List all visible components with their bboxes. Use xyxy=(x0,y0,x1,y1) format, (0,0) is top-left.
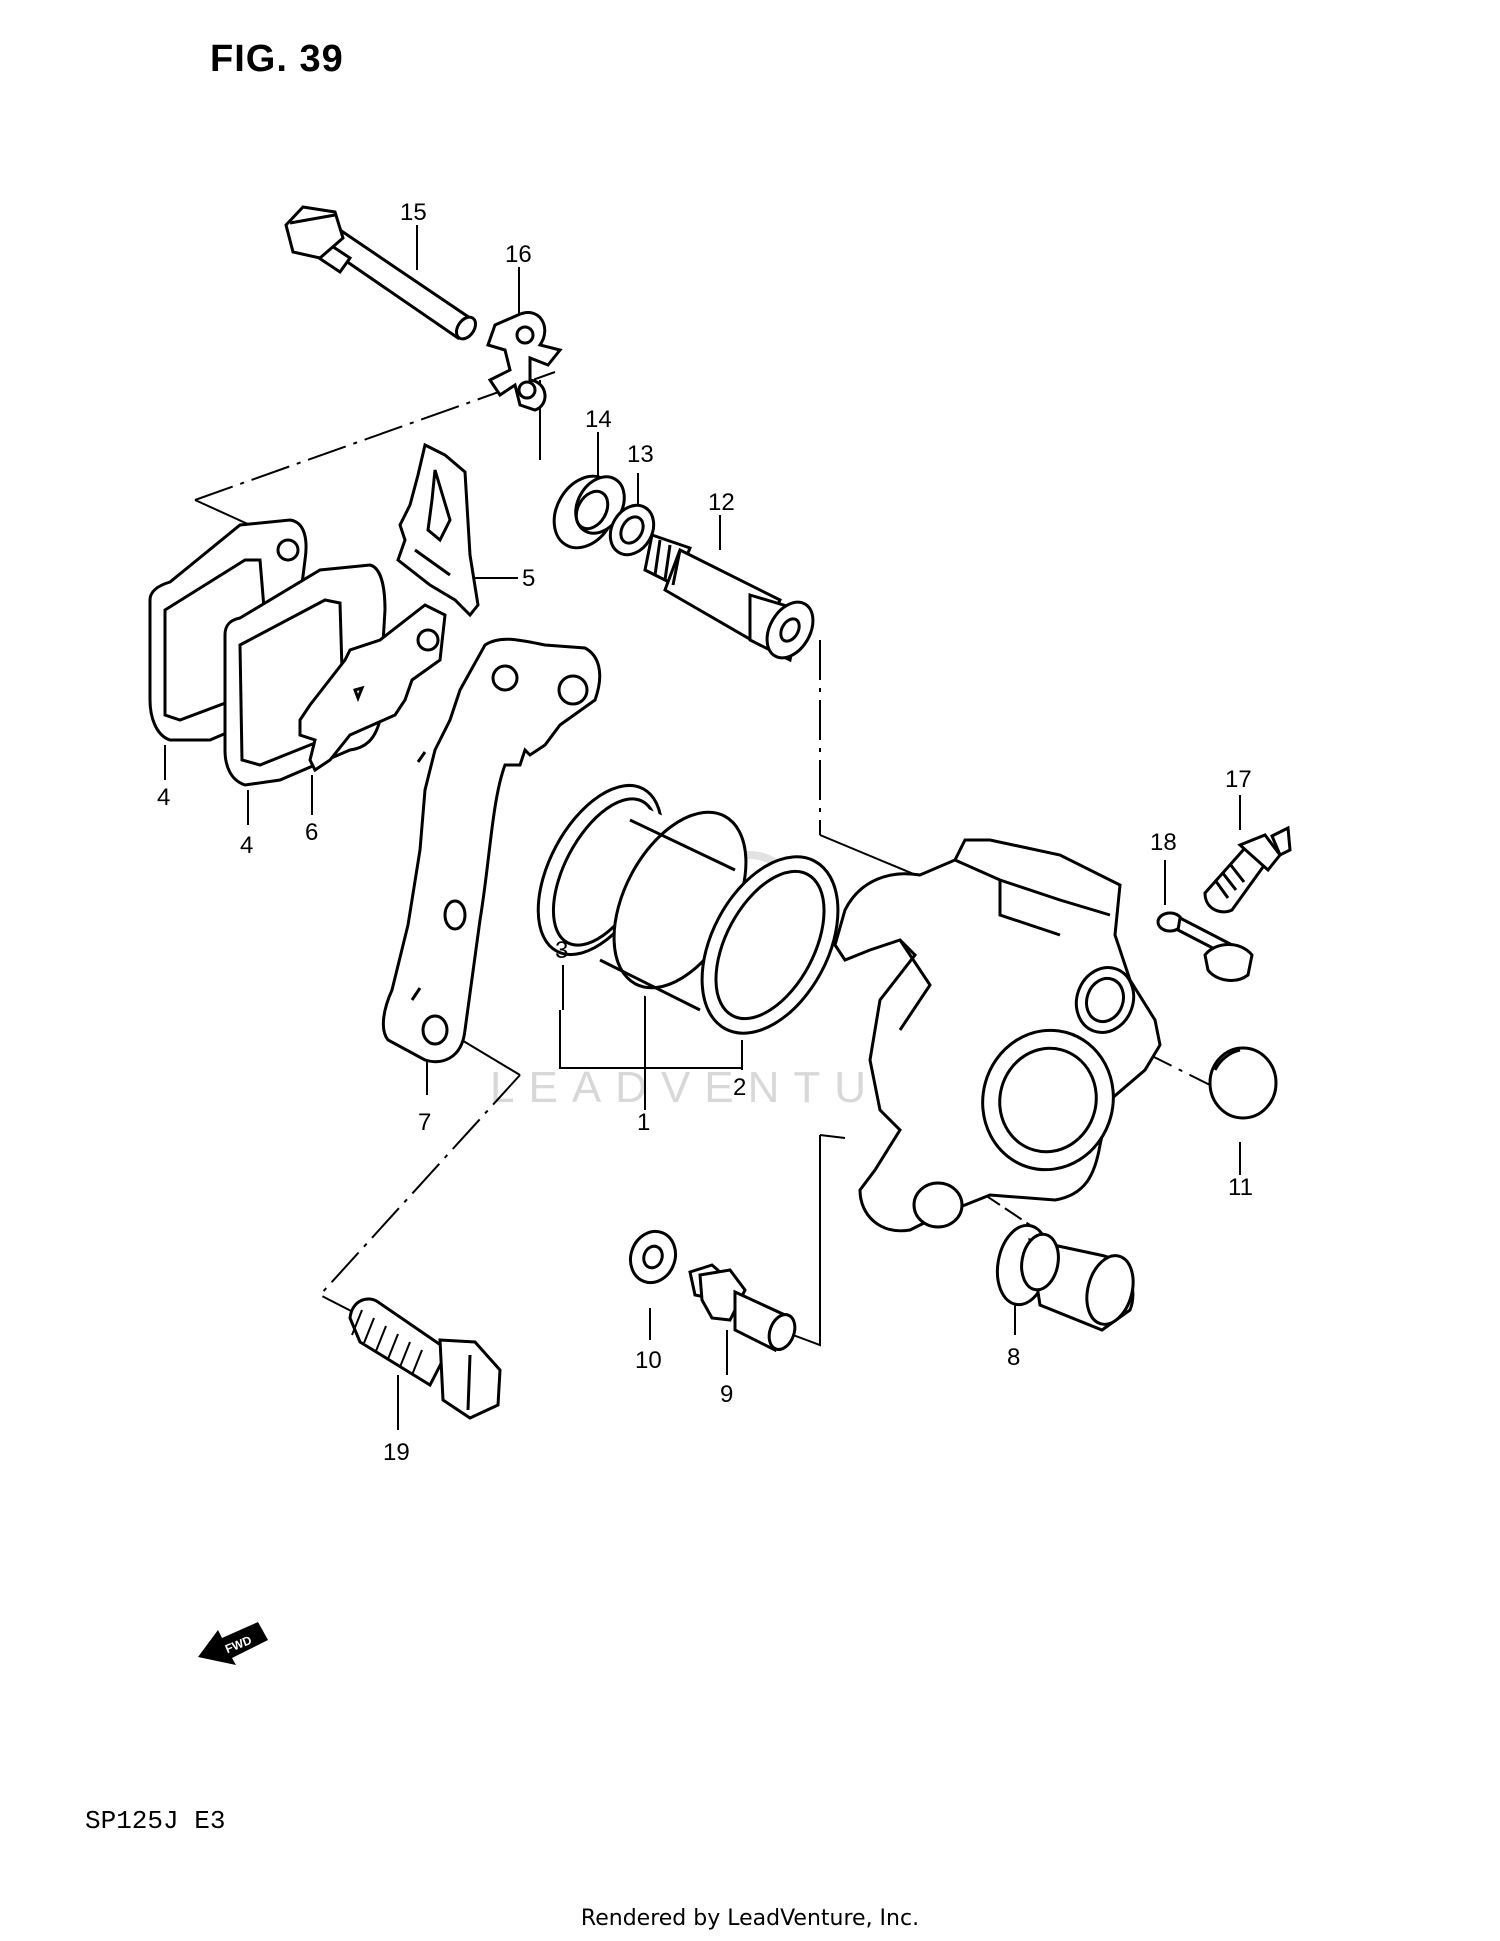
callout-4a: 4 xyxy=(157,784,170,811)
part-7-caliper-bracket xyxy=(381,637,602,1064)
callout-1: 1 xyxy=(637,1109,650,1136)
model-code: SP125J E3 xyxy=(85,1806,226,1836)
callout-2: 2 xyxy=(733,1074,746,1101)
part-18-bleeder-cap xyxy=(1156,911,1254,982)
fwd-arrow-icon: FWD xyxy=(198,1622,268,1665)
part-13-ring xyxy=(608,503,656,557)
part-16-retainer-clip xyxy=(486,311,563,412)
callout-19: 19 xyxy=(383,1439,410,1466)
part-17-bleeder-screw xyxy=(1203,825,1292,914)
caliper-body xyxy=(833,838,1162,1233)
callout-15: 15 xyxy=(400,199,427,226)
callout-4b: 4 xyxy=(240,832,253,859)
callout-10: 10 xyxy=(635,1347,662,1374)
figure-title: FIG. 39 xyxy=(210,38,344,80)
part-11-cap xyxy=(1208,1046,1278,1120)
part-8-pin xyxy=(995,1223,1135,1332)
callout-17: 17 xyxy=(1225,766,1252,793)
part-10-washer xyxy=(628,1229,678,1285)
callout-3: 3 xyxy=(555,937,568,964)
callout-8: 8 xyxy=(1007,1344,1020,1371)
part-15-pin-bolt xyxy=(284,205,478,341)
footer-credit: Rendered by LeadVenture, Inc. xyxy=(580,1906,920,1931)
callout-13: 13 xyxy=(627,441,654,468)
callout-14: 14 xyxy=(585,406,612,433)
part-2-dust-seal xyxy=(700,855,840,1035)
part-6-shim xyxy=(298,603,447,773)
callout-11: 11 xyxy=(1228,1174,1253,1201)
part-19-mounting-bolt xyxy=(348,1297,502,1420)
callout-18: 18 xyxy=(1150,829,1177,856)
callout-9: 9 xyxy=(720,1381,733,1408)
callout-numbers: 15 16 14 13 12 5 4 4 6 17 18 3 1 2 7 11 … xyxy=(157,199,1253,1466)
part-12-slide-pin xyxy=(643,533,815,663)
callout-12: 12 xyxy=(708,489,735,516)
callout-5: 5 xyxy=(522,565,535,592)
part-14-boot xyxy=(552,474,626,550)
callout-16: 16 xyxy=(505,241,532,268)
callout-6: 6 xyxy=(305,819,318,846)
callout-7: 7 xyxy=(418,1109,431,1136)
part-9-slide-bolt xyxy=(688,1263,797,1353)
callout-leaders xyxy=(164,225,1241,1430)
part-5-pad-spring xyxy=(396,442,480,618)
